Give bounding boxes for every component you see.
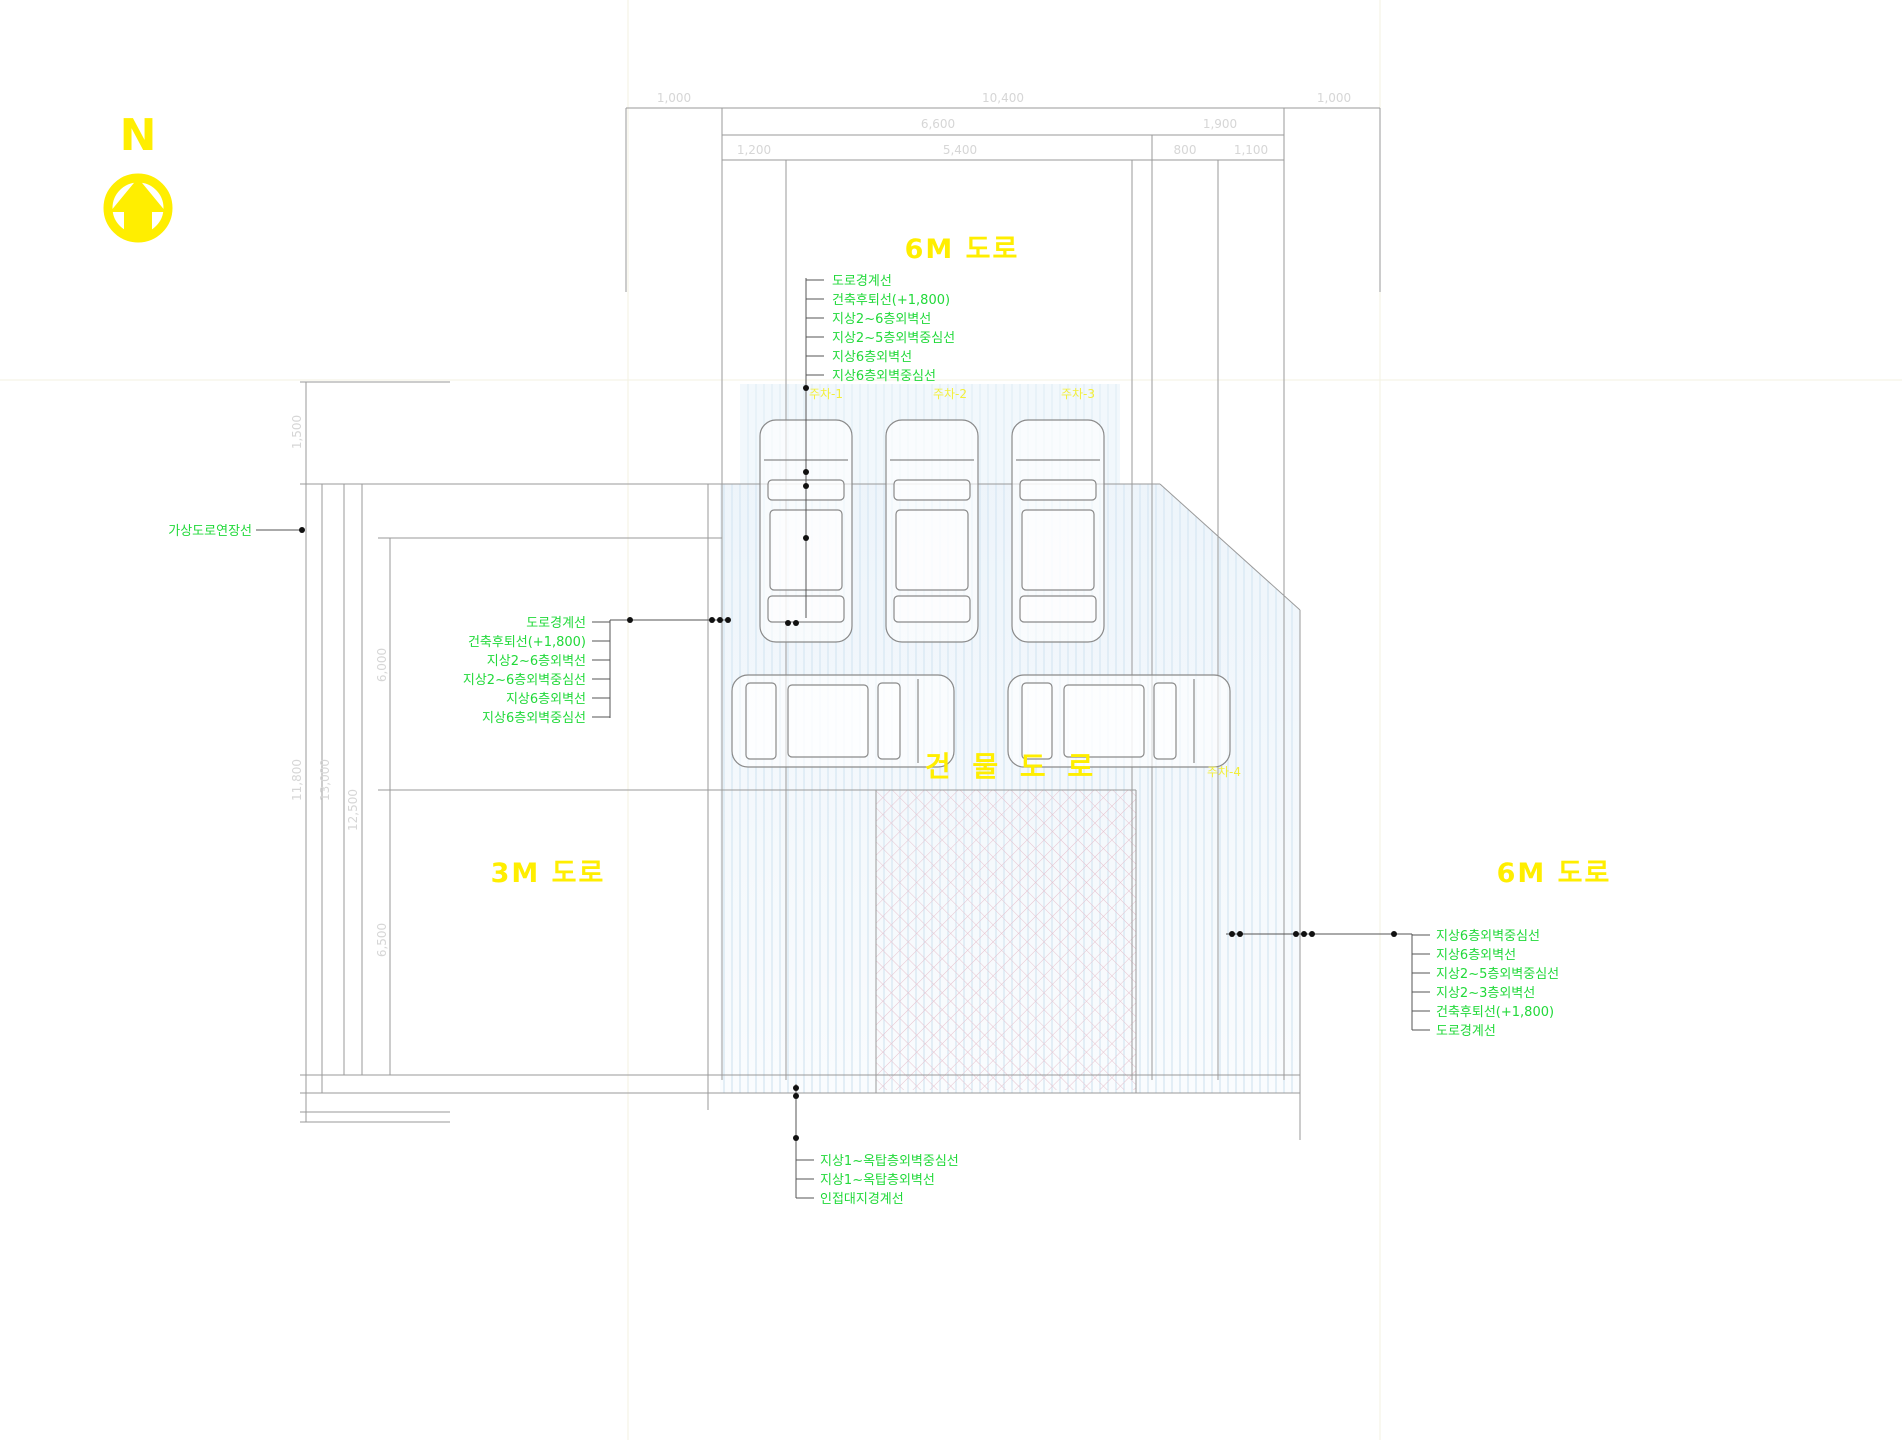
left-dimension-lines [300, 381, 450, 1123]
dimension-label: 1,000 [1317, 91, 1351, 105]
callout-left-mid: 도로경계선 건축후퇴선(+1,800) 지상2~6층외벽선 지상2~6층외벽중심… [463, 616, 731, 726]
callout-text: 지상6층외벽선 [506, 692, 586, 707]
road-label-east: 6M 도로 [1497, 858, 1612, 889]
callout-text: 도로경계선 [832, 274, 892, 289]
dimension-label: 800 [1174, 143, 1197, 157]
dimension-label: 5,400 [943, 143, 977, 157]
callout-text: 지상6층외벽중심선 [832, 369, 936, 384]
callout-text: 지상2~6층외벽선 [832, 312, 931, 327]
callout-text: 지상2~6층외벽중심선 [463, 673, 586, 688]
callout-text: 도로경계선 [526, 616, 586, 631]
callout-text: 지상2~6층외벽선 [487, 654, 586, 669]
callout-text: 지상2~3층외벽선 [1436, 986, 1535, 1001]
road-label-north: 6M 도로 [905, 234, 1020, 265]
callout-text: 인접대지경계선 [820, 1192, 904, 1207]
callout-text: 건축후퇴선(+1,800) [832, 293, 950, 308]
parking-label-4: 주차-4 [1207, 765, 1241, 779]
callout-text: 지상1~옥탑층외벽중심선 [820, 1154, 959, 1169]
dimension-label: 11,800 [290, 759, 304, 801]
callout-text: 지상6층외벽중심선 [1436, 929, 1540, 944]
callout-text: 건축후퇴선(+1,800) [468, 635, 586, 650]
dimension-label: 12,500 [346, 789, 360, 831]
north-letter: N [120, 110, 157, 161]
dimension-label: 6,000 [375, 648, 389, 682]
top-dimension-text: 1,000 10,400 1,000 6,600 1,900 1,200 5,4… [657, 91, 1351, 157]
callout-text: 지상2~5층외벽중심선 [832, 331, 955, 346]
dimension-label: 1,000 [657, 91, 691, 105]
dimension-label: 1,200 [737, 143, 771, 157]
callout-top: 도로경계선 건축후퇴선(+1,800) 지상2~6층외벽선 지상2~5층외벽중심… [785, 274, 955, 626]
car-2 [885, 419, 979, 643]
car-4 [731, 674, 955, 768]
top-dimension-lines [626, 107, 1380, 161]
dimension-label: 1,500 [290, 415, 304, 449]
callout-text: 지상6층외벽선 [1436, 948, 1516, 963]
north-arrow-icon: N [103, 110, 173, 243]
parking-label-1: 주차-1 [809, 387, 843, 401]
dimension-label: 6,600 [921, 117, 955, 131]
callout-text: 지상6층외벽중심선 [482, 711, 586, 726]
dimension-label: 6,500 [375, 923, 389, 957]
callout-text: 도로경계선 [1436, 1024, 1496, 1039]
site-label: 건 물 도 로 [925, 750, 1099, 783]
callout-right: 지상6층외벽중심선 지상6층외벽선 지상2~5층외벽중심선 지상2~3층외벽선 … [1226, 929, 1559, 1039]
dimension-label: 13,000 [318, 759, 332, 801]
dimension-label: 1,100 [1234, 143, 1268, 157]
callout-left-edge: 가상도로연장선 [168, 524, 305, 539]
parking-label-2: 주차-2 [933, 387, 967, 401]
dimension-label: 1,900 [1203, 117, 1237, 131]
callout-text: 지상2~5층외벽중심선 [1436, 967, 1559, 982]
parking-label-3: 주차-3 [1061, 387, 1095, 401]
callout-text: 건축후퇴선(+1,800) [1436, 1005, 1554, 1020]
car-5 [1007, 674, 1231, 768]
left-dimension-text: 1,500 11,800 13,000 12,500 6,000 6,500 [290, 415, 389, 957]
dimension-label: 10,400 [982, 91, 1024, 105]
road-label-west: 3M 도로 [491, 858, 606, 889]
callout-text: 지상6층외벽선 [832, 350, 912, 365]
car-3 [1011, 419, 1105, 643]
callout-bottom: 지상1~옥탑층외벽중심선 지상1~옥탑층외벽선 인접대지경계선 [793, 1084, 959, 1207]
callout-text: 지상1~옥탑층외벽선 [820, 1173, 935, 1188]
callout-text: 가상도로연장선 [168, 524, 252, 539]
